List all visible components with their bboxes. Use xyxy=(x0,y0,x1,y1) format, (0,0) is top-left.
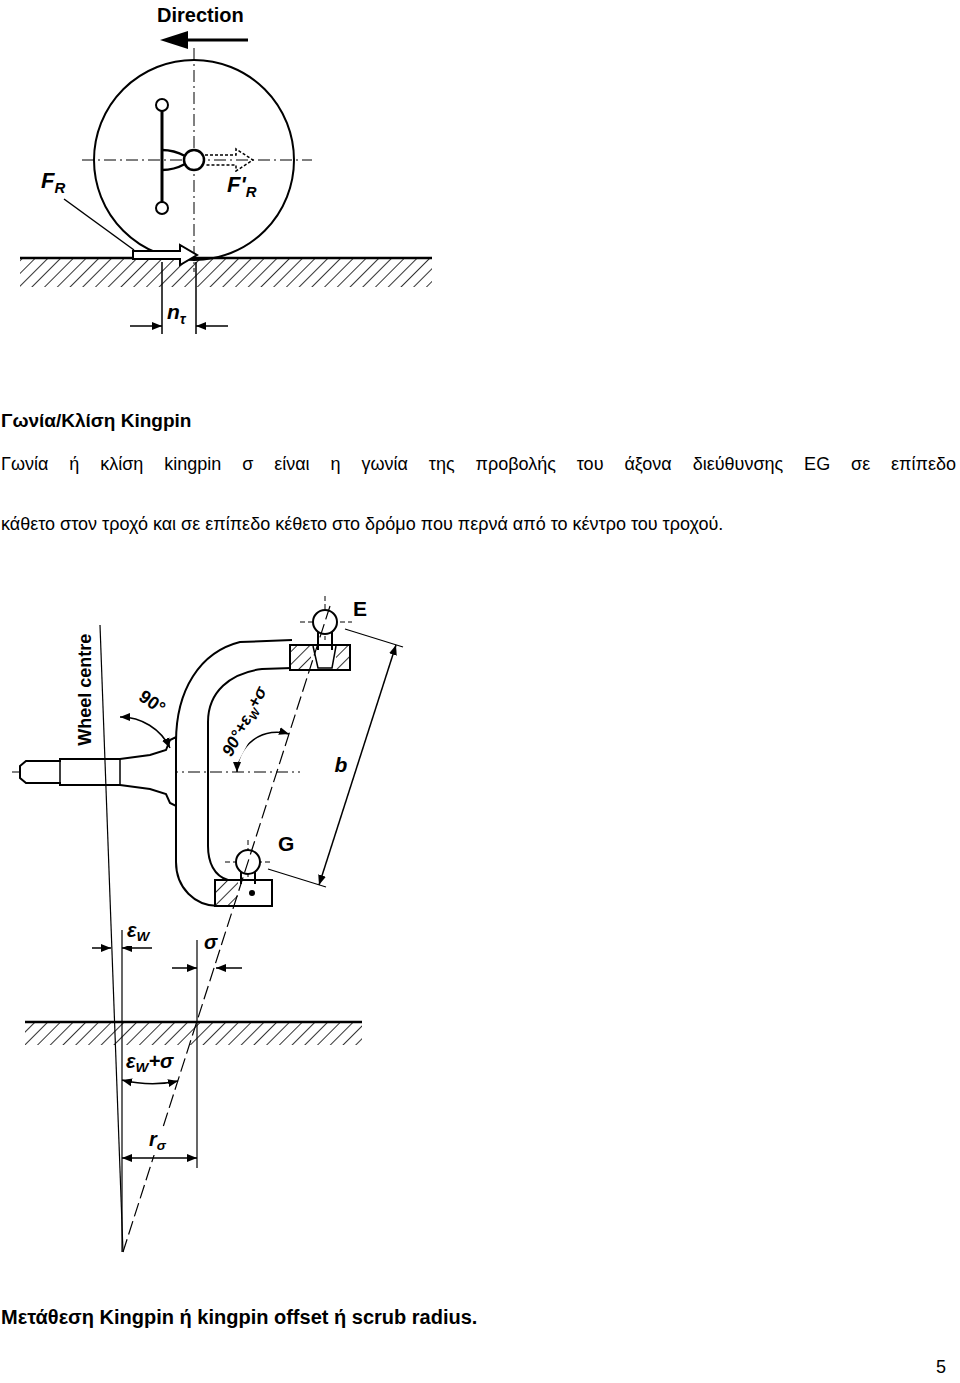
body-text: Γωνία ή κλίση kingpin σ είναι η γωνία τη… xyxy=(1,454,956,474)
dimension-label: n xyxy=(167,300,180,323)
dimension-label: σ xyxy=(157,1138,166,1153)
page-number: 5 xyxy=(936,1357,946,1377)
direction-label: Direction xyxy=(157,4,244,26)
angle-label-group: 90° xyxy=(134,686,170,720)
page-number-group: 5 xyxy=(936,1357,946,1379)
section-heading: Γωνία/Κλίση Kingpin xyxy=(1,410,191,431)
steering-knuckle-front-view xyxy=(12,596,403,1252)
force-label: R xyxy=(246,183,257,200)
angle-label: ε xyxy=(127,919,137,941)
point-label: E xyxy=(353,597,367,620)
point-label-group: G xyxy=(277,831,295,856)
angle-label: 90°+ε xyxy=(218,712,255,760)
dimension-label-group: nτ xyxy=(166,299,187,328)
direction-label-group: Direction xyxy=(157,3,244,27)
dimension-label: r xyxy=(149,1128,157,1150)
body-text-group: Γωνία ή κλίση kingpin σ είναι η γωνία τη… xyxy=(1,454,956,476)
body-text-group: κάθετο στον τροχό και σε επίπεδο κέθετο … xyxy=(1,514,723,536)
angle-label: W xyxy=(136,1060,149,1075)
angle-label: W xyxy=(137,929,150,944)
angle-label: σ xyxy=(204,931,217,953)
dimension-label: b xyxy=(335,753,348,776)
angle-label-group: εW+σ xyxy=(125,1049,174,1077)
force-label: F' xyxy=(227,172,246,197)
point-label: G xyxy=(278,832,294,855)
angle-label-group: 90°+εW+σ xyxy=(218,682,274,761)
wheel-side-view xyxy=(20,31,432,334)
section-heading-group: Μετάθεση Kingpin ή kingpin offset ή scru… xyxy=(1,1305,477,1329)
angle-label: +σ xyxy=(244,683,271,711)
force-label-group: FR xyxy=(40,168,66,197)
angle-label-group: εW xyxy=(126,918,150,946)
section-heading: Μετάθεση Kingpin ή kingpin offset ή scru… xyxy=(1,1306,477,1328)
section-heading-group: Γωνία/Κλίση Kingpin xyxy=(1,410,191,433)
angle-label: ε xyxy=(126,1050,136,1072)
force-label: F xyxy=(41,168,54,193)
point-label-group: E xyxy=(352,596,368,621)
force-label: R xyxy=(54,179,65,196)
axis-label: Wheel centre xyxy=(75,634,95,746)
body-text: κάθετο στον τροχό και σε επίπεδο κέθετο … xyxy=(1,514,723,534)
angle-label: +σ xyxy=(148,1050,173,1072)
axis-label-group: Wheel centre xyxy=(75,633,97,747)
dimension-label-group: b xyxy=(334,752,349,777)
dimension-label: τ xyxy=(180,311,186,327)
dimension-label-group: rσ xyxy=(148,1127,167,1155)
force-label-group: F'R xyxy=(226,172,257,201)
angle-label: 90° xyxy=(136,686,170,718)
angle-label-group: σ xyxy=(203,930,218,954)
